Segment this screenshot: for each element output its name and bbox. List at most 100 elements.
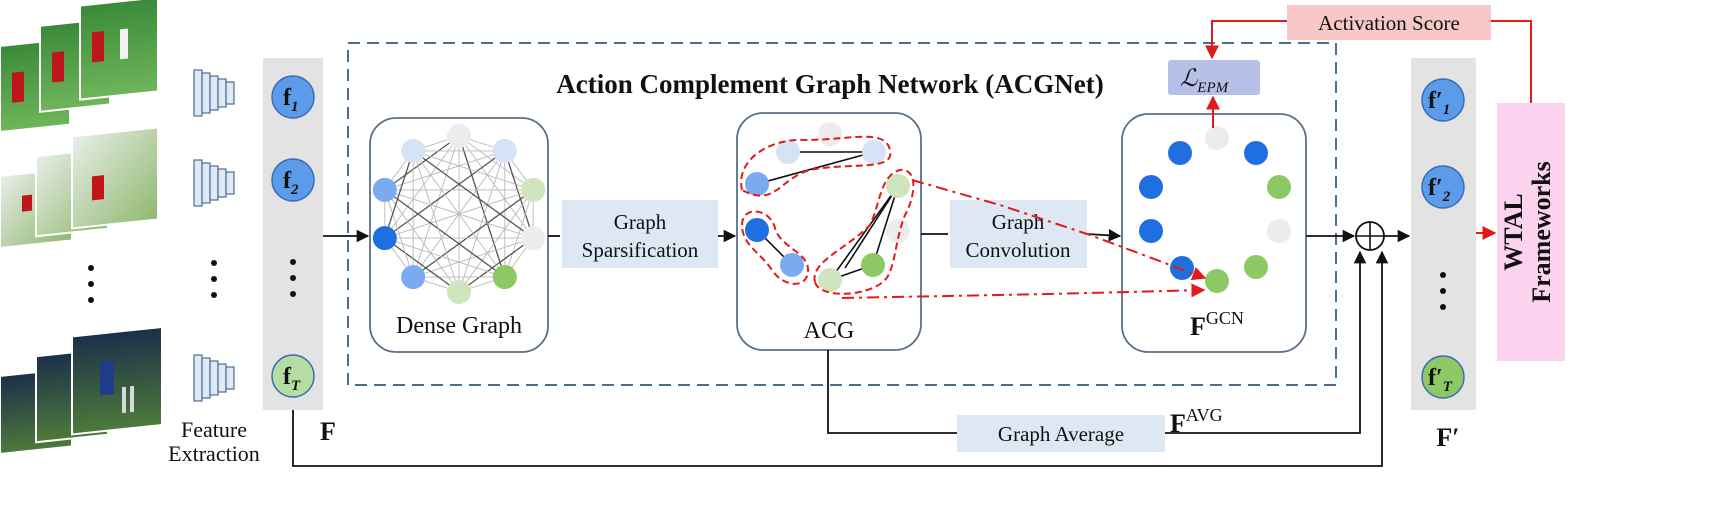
dense-edge (412, 150, 506, 278)
gcn-graph (1139, 126, 1291, 293)
acg-node (776, 140, 800, 164)
gcn-node (1168, 141, 1192, 165)
dense-edge (384, 189, 414, 278)
acg-node (862, 140, 886, 164)
dense-edge (412, 150, 534, 239)
acg-edge (756, 151, 875, 185)
input-feature-node: fT (271, 354, 315, 398)
input-feature-label: F (320, 417, 336, 446)
acg-edge (844, 185, 899, 269)
acg-node (818, 268, 842, 292)
dense-edge (458, 189, 534, 293)
video-frames-top (0, 0, 159, 134)
graph-convolution-line2: Convolution (965, 238, 1071, 262)
output-feature-nodes: f′1 f′2 f′T (1421, 78, 1465, 399)
dense-edge (384, 135, 460, 239)
output-feature-node: f′2 (1421, 165, 1465, 209)
dense-edge (458, 135, 534, 239)
dense-node (401, 138, 426, 163)
dense-node (447, 124, 471, 148)
gcn-node (1205, 126, 1229, 150)
dense-node (521, 177, 546, 202)
dense-edge (384, 189, 506, 278)
acg-group-outline (813, 168, 915, 295)
acg-group-outline (740, 135, 892, 197)
acg-graph (740, 122, 915, 295)
graph-sparsification-box (562, 200, 718, 268)
feature-extractor-icon (193, 159, 235, 207)
output-feature-node: f′1 (1421, 78, 1465, 122)
dense-edge (384, 237, 505, 278)
output-ellipsis (1440, 272, 1446, 310)
favg-label: FAVG (1170, 405, 1223, 438)
gcn-node (1267, 219, 1291, 243)
acg-node (780, 253, 804, 277)
output-feature-text: f′2 (1428, 175, 1451, 205)
output-feature-text: f′T (1428, 365, 1453, 395)
dense-node (372, 226, 397, 251)
acgnet-title: Action Complement Graph Network (ACGNet) (556, 69, 1103, 99)
input-feature-text: f1 (283, 85, 299, 115)
activation-score-label: Activation Score (1318, 11, 1460, 35)
input-feature-text: fT (283, 364, 301, 394)
dense-node (492, 138, 517, 163)
dense-node (492, 265, 517, 290)
dense-node (372, 177, 397, 202)
message-passing-arrow (841, 283, 1206, 299)
loss-box (1168, 60, 1260, 95)
gcn-node (1170, 256, 1194, 280)
gcn-node (1267, 175, 1291, 199)
output-feature-text: f′1 (1428, 88, 1450, 118)
dense-node (401, 265, 426, 290)
feature-extraction-label-line2: Extraction (168, 441, 260, 466)
input-feature-nodes: f1 f2 fT (271, 75, 315, 398)
graph-average-box (957, 415, 1165, 452)
sum-node (1355, 221, 1385, 251)
acg-node (818, 122, 842, 146)
graph-convolution-line1: Graph (992, 210, 1045, 234)
wtal-label-line1: WTAL (1499, 193, 1528, 271)
acg-node (886, 219, 910, 243)
acg-node (886, 174, 910, 198)
red-connectors (1205, 20, 1532, 240)
loss-label: ℒEPM (1180, 66, 1230, 96)
video-frames-middle (0, 126, 159, 250)
dense-edge (384, 150, 414, 239)
dense-edge (412, 150, 460, 293)
dense-graph-label: Dense Graph (396, 313, 522, 339)
activation-score-box (1287, 5, 1491, 40)
fgcn-label: FGCN (1190, 308, 1244, 341)
output-feature-label: F′ (1436, 423, 1459, 452)
acgnet-frame (347, 42, 1337, 386)
gcn-node (1139, 175, 1163, 199)
input-feature-node: f2 (271, 158, 315, 202)
gcn-node (1205, 269, 1229, 293)
acg-group-outline (740, 210, 810, 285)
acg-edge (829, 185, 899, 281)
output-feature-node: f′T (1421, 355, 1465, 399)
acg-node (745, 172, 769, 196)
gcn-node (1139, 219, 1163, 243)
video-frames-bottom (0, 325, 163, 456)
acg-label: ACG (804, 318, 855, 344)
connectors (292, 229, 1411, 467)
feature-extractor-icon (193, 69, 235, 117)
dense-node (447, 280, 471, 304)
input-feature-text: f2 (283, 168, 299, 198)
dense-edge (413, 150, 534, 191)
gcn-node (1244, 255, 1268, 279)
acg-node (745, 218, 769, 242)
dense-edge (384, 237, 460, 293)
graph-sparsification-line1: Graph (614, 210, 667, 234)
acg-edge (872, 185, 899, 266)
feature-extractor-icon (193, 354, 235, 402)
input-feature-node: f1 (271, 75, 315, 119)
extractor-ellipsis (211, 260, 217, 298)
graph-sparsification-line2: Sparsification (582, 238, 699, 262)
graph-average-label: Graph Average (998, 422, 1124, 446)
feature-extractor-icons (193, 69, 235, 402)
acg-node (861, 253, 885, 277)
wtal-frameworks-box (1497, 103, 1565, 361)
